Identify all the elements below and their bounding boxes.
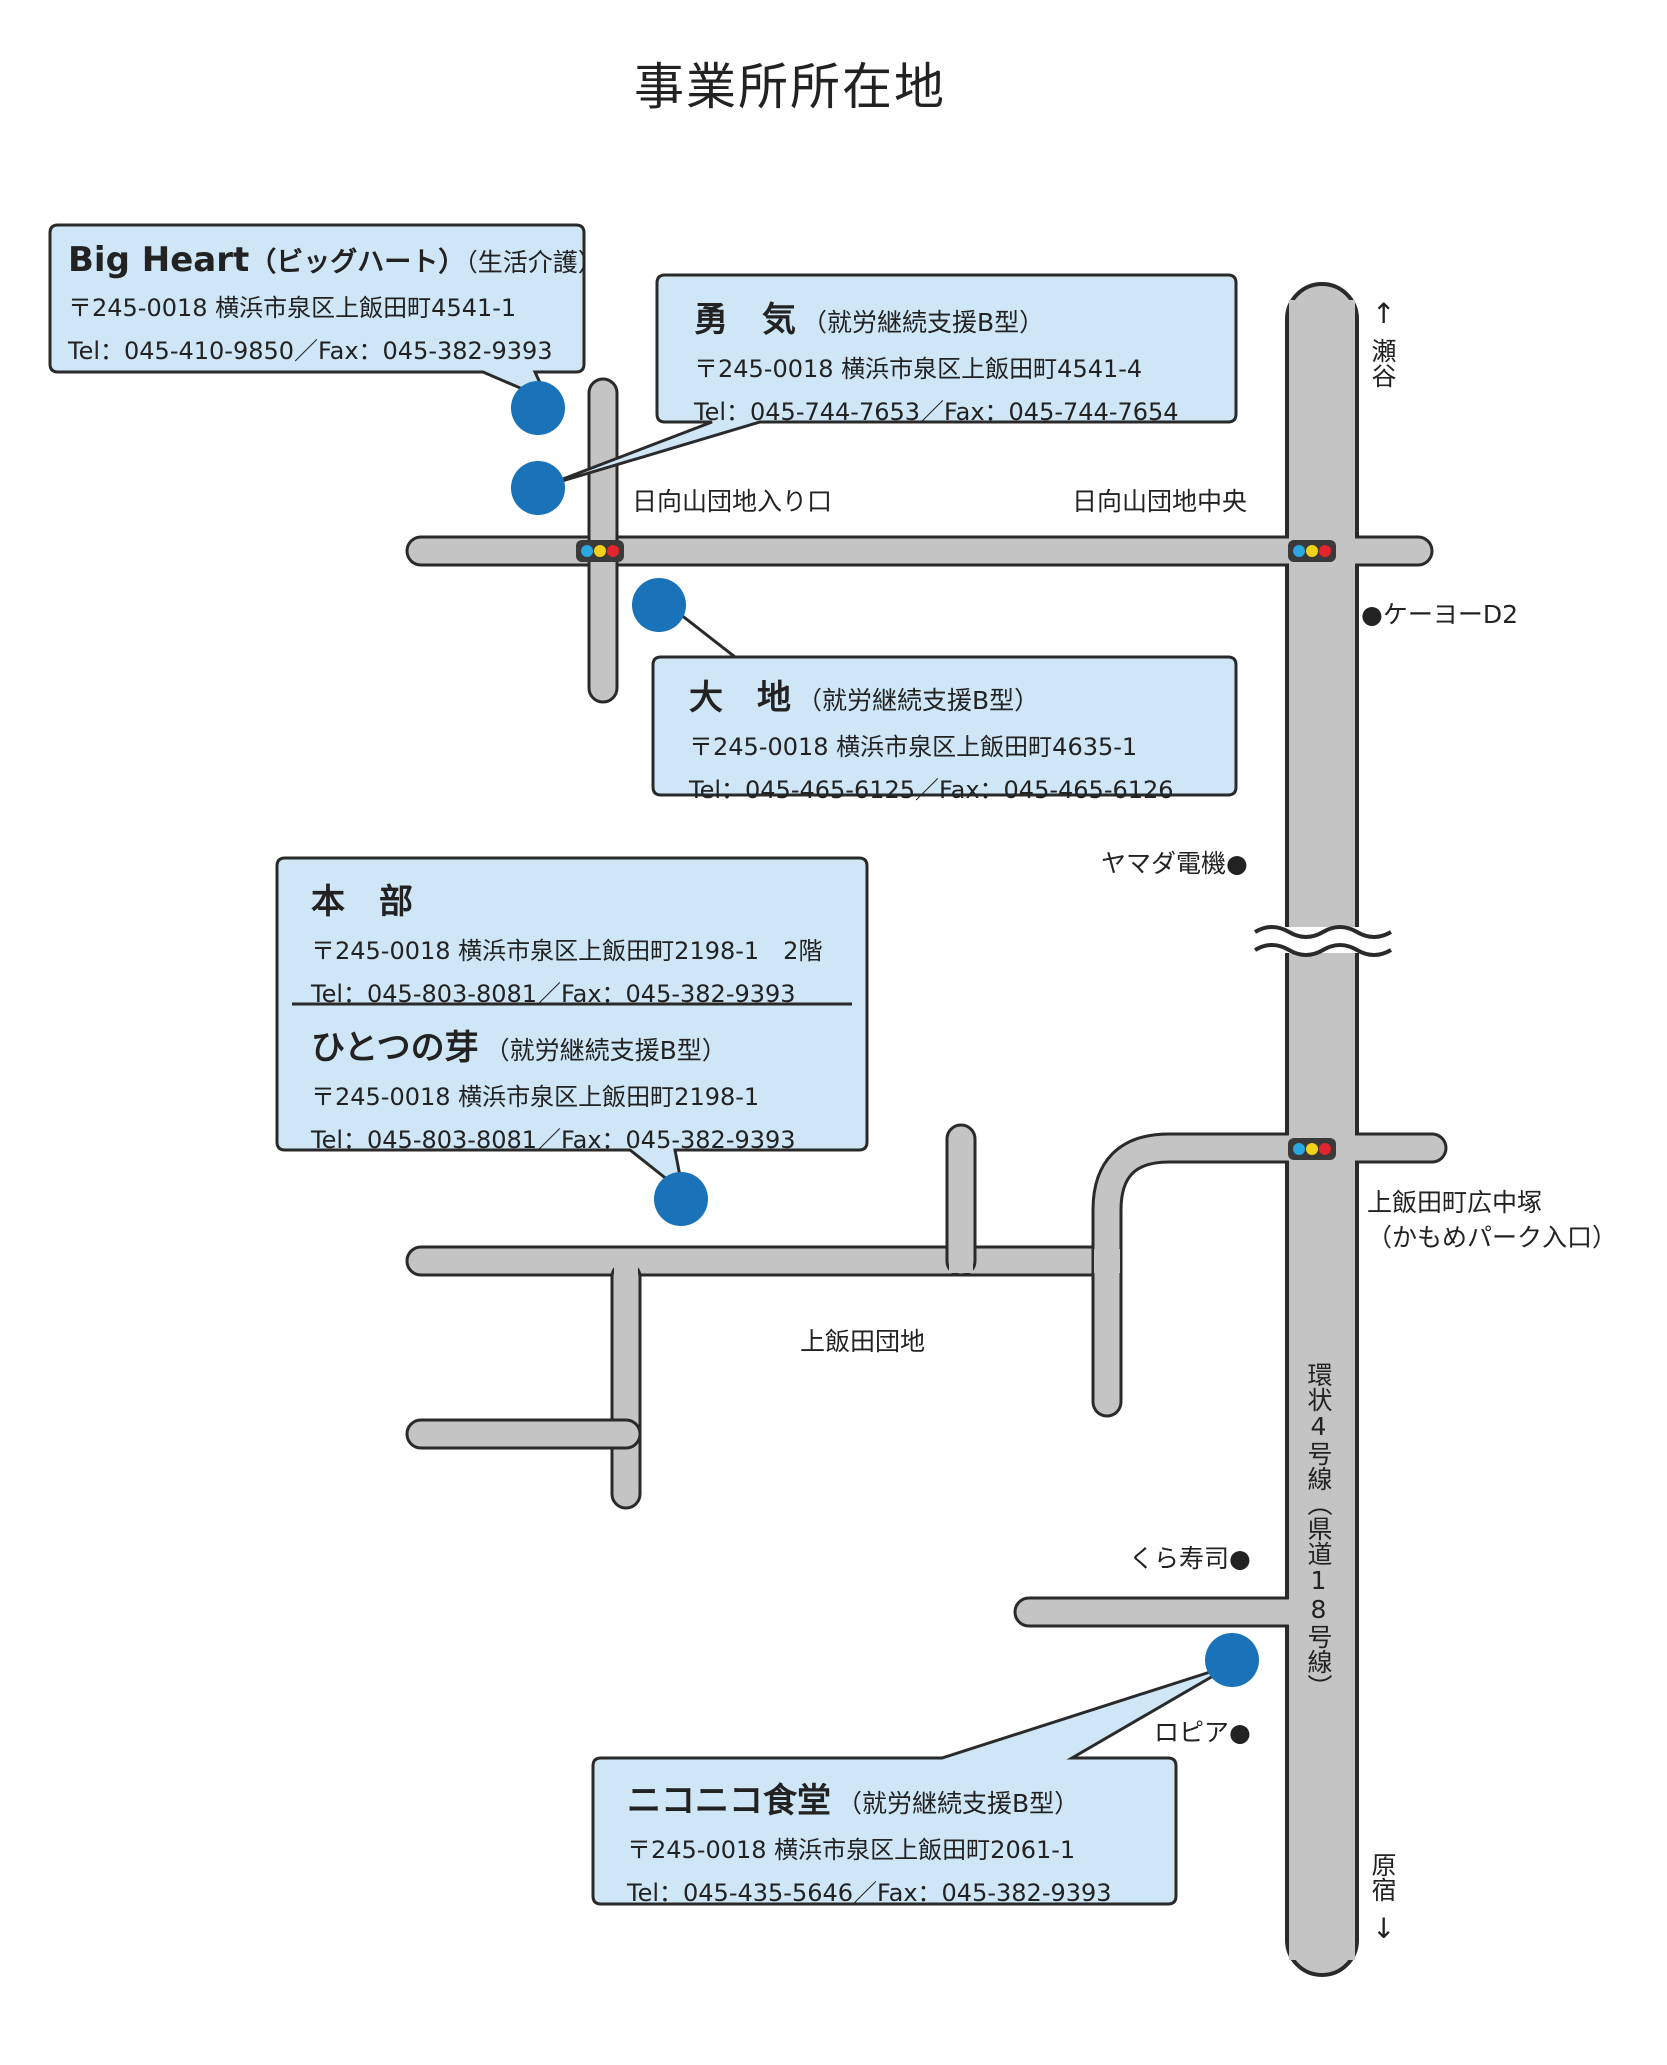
bottom-branch-road: [1013, 1596, 1317, 1628]
road-break-line: [1253, 925, 1393, 939]
label-hinatayama-center: 日向山団地中央: [1072, 487, 1248, 516]
office-name: 大 地: [689, 678, 791, 718]
office-phone-fax: Tel：045-803-8081／Fax：045-382-9393: [311, 1126, 796, 1154]
label-hinatayama-entrance: 日向山団地入り口: [632, 487, 833, 516]
lower-horizontal-road: [405, 1418, 642, 1450]
marker-yuuki: [511, 461, 565, 515]
label-lopia: ロピア●: [1154, 1718, 1251, 1747]
office-yuuki: 勇 気（就労継続支援B型） 〒245-0018 横浜市泉区上飯田町4541-4 …: [694, 292, 1179, 427]
traffic-signal-hironakazuka: [1288, 1138, 1336, 1160]
label-kamiiida-danchi: 上飯田団地: [800, 1327, 926, 1356]
office-type: （就労継続支援B型）: [837, 1789, 1080, 1818]
office-honbu: 本 部 〒245-0018 横浜市泉区上飯田町2198-1 2階 Tel：045…: [311, 874, 822, 1009]
office-big-heart: Big Heart（ビッグハート）（生活介護） 〒245-0018 横浜市泉区上…: [68, 240, 603, 366]
callout-honbu: [275, 856, 869, 1196]
office-name-suffix: （ビッグハート）: [249, 247, 466, 278]
office-name: ニコニコ食堂: [627, 1781, 831, 1821]
callout-boxes: [48, 223, 1238, 1906]
traffic-signal-hinatayama-center: [1288, 540, 1336, 562]
office-hitotsunome: ひとつの芽（就労継続支援B型） 〒245-0018 横浜市泉区上飯田町2198-…: [311, 1020, 796, 1155]
main-road-overlay: [1289, 300, 1355, 1960]
short-spur-road: [945, 1123, 977, 1277]
road-break-line-lower: [1253, 943, 1393, 957]
office-address: 〒245-0018 横浜市泉区上飯田町4635-1: [689, 733, 1138, 761]
office-name: ひとつの芽: [311, 1028, 479, 1068]
callout-yuuki: [541, 273, 1238, 489]
label-harajuku: 原宿: [1368, 1852, 1397, 1902]
label-kamome-park: （かもめパーク入口）: [1367, 1223, 1618, 1252]
marker-nikoniko: [1205, 1633, 1259, 1687]
lower-vertical-road: [610, 1261, 642, 1510]
marker-big-heart: [511, 381, 565, 435]
office-type: （就労継続支援B型）: [797, 686, 1040, 715]
curved-road-fill: [1094, 1135, 1445, 1415]
upper-horizontal-road: [405, 535, 1434, 567]
label-route-name: 環状4号線（県道18号線）: [1304, 1362, 1333, 1699]
office-name: Big Heart: [68, 240, 250, 280]
label-seya: 瀬谷: [1368, 338, 1397, 388]
office-address: 〒245-0018 横浜市泉区上飯田町2198-1 2階: [311, 937, 823, 965]
office-name: 勇 気: [694, 300, 796, 340]
callout-nikoniko: [591, 1663, 1233, 1906]
office-phone-fax: Tel：045-435-5646／Fax：045-382-9393: [627, 1879, 1112, 1907]
label-yamada-denki: ヤマダ電機●: [1101, 849, 1248, 878]
traffic-signals: [576, 540, 1336, 1160]
office-daichi: 大 地（就労継続支援B型） 〒245-0018 横浜市泉区上飯田町4635-1 …: [689, 670, 1174, 805]
label-hironakazuka: 上飯田町広中塚: [1367, 1188, 1543, 1217]
traffic-signal-hinatayama-entrance: [576, 540, 624, 562]
office-phone-fax: Tel：045-744-7653／Fax：045-744-7654: [694, 398, 1179, 426]
roads: [405, 282, 1448, 1977]
callout-daichi: [651, 598, 1238, 797]
office-phone-fax: Tel：045-465-6125／Fax：045-465-6126: [689, 776, 1174, 804]
office-address: 〒245-0018 横浜市泉区上飯田町2061-1: [627, 1836, 1076, 1864]
office-phone-fax: Tel：045-803-8081／Fax：045-382-9393: [311, 980, 796, 1008]
south-arrow-icon: ↓: [1372, 1912, 1396, 1945]
office-nikoniko: ニコニコ食堂（就労継続支援B型） 〒245-0018 横浜市泉区上飯田町2061…: [627, 1773, 1112, 1908]
middle-horizontal-road: [405, 1245, 1109, 1277]
office-phone-fax: Tel：045-410-9850／Fax：045-382-9393: [68, 337, 553, 365]
office-address: 〒245-0018 横浜市泉区上飯田町4541-4: [694, 355, 1143, 383]
office-name: 本 部: [311, 882, 413, 922]
page-title: 事業所所在地: [634, 58, 946, 116]
marker-daichi: [632, 578, 686, 632]
office-type: （就労継続支援B型）: [802, 308, 1045, 337]
marker-honbu: [654, 1172, 708, 1226]
office-type: （就労継続支援B型）: [484, 1036, 727, 1065]
office-address: 〒245-0018 横浜市泉区上飯田町2198-1: [311, 1083, 760, 1111]
north-arrow-icon: ↑: [1372, 297, 1396, 330]
office-type: （生活介護）: [465, 248, 603, 277]
label-keiyo-d2: ●ケーヨーD2: [1361, 600, 1518, 629]
label-kura-sushi: くら寿司●: [1129, 1544, 1251, 1573]
office-address: 〒245-0018 横浜市泉区上飯田町4541-1: [68, 294, 517, 322]
curved-road: [1091, 1132, 1448, 1418]
office-markers: [511, 381, 1259, 1687]
